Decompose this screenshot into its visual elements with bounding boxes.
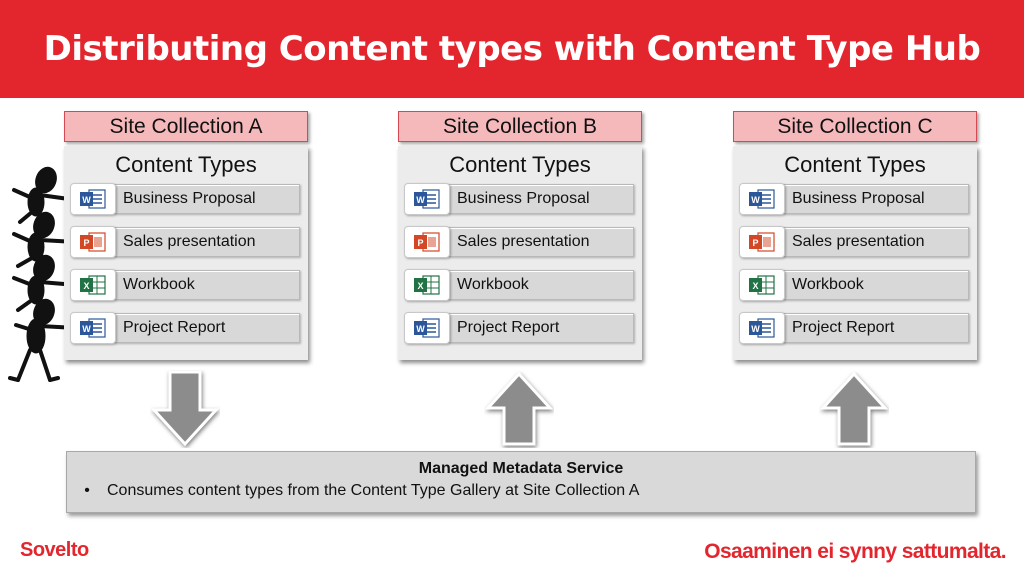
word-icon: W: [404, 312, 450, 344]
svg-text:W: W: [751, 324, 760, 334]
stick-figure-4: [8, 298, 78, 382]
svg-text:W: W: [416, 324, 425, 334]
content-type-label: Sales presentation: [114, 227, 300, 257]
content-type-item[interactable]: Project Report W: [739, 312, 969, 344]
powerpoint-icon: P: [404, 226, 450, 258]
content-type-item[interactable]: Sales presentation P: [70, 226, 300, 258]
content-type-label: Project Report: [448, 313, 634, 343]
bullet-icon: •: [84, 482, 90, 499]
content-type-item[interactable]: Business Proposal W: [70, 183, 300, 215]
stick-figure-1: [12, 166, 78, 224]
sovelto-logo: Sovelto: [20, 539, 89, 561]
content-type-label: Workbook: [448, 270, 634, 300]
svg-text:X: X: [83, 281, 89, 291]
content-types-panel: Content Types Business Proposal W Sales …: [398, 146, 642, 360]
content-type-label: Business Proposal: [783, 184, 969, 214]
content-type-label: Sales presentation: [783, 227, 969, 257]
site-collection-c: Site Collection C Content Types Business…: [733, 111, 977, 360]
site-collection-header: Site Collection B: [398, 111, 642, 142]
svg-text:W: W: [751, 195, 760, 205]
svg-text:P: P: [417, 238, 423, 248]
content-type-label: Business Proposal: [448, 184, 634, 214]
site-collection-header: Site Collection C: [733, 111, 977, 142]
managed-metadata-service-box: Managed Metadata Service • Consumes cont…: [66, 451, 976, 513]
content-type-item[interactable]: Business Proposal W: [404, 183, 634, 215]
content-type-item[interactable]: Project Report W: [70, 312, 300, 344]
stick-figure-2: [12, 211, 78, 268]
content-type-item[interactable]: Workbook X: [739, 269, 969, 301]
site-collection-a: Site Collection A Content Types Business…: [64, 111, 308, 360]
site-collection-header: Site Collection A: [64, 111, 308, 142]
word-icon: W: [739, 183, 785, 215]
content-type-label: Project Report: [114, 313, 300, 343]
content-types-title: Content Types: [115, 152, 257, 177]
content-type-item[interactable]: Sales presentation P: [739, 226, 969, 258]
content-type-label: Project Report: [783, 313, 969, 343]
managed-metadata-bullet: • Consumes content types from the Conten…: [67, 482, 975, 500]
content-type-item[interactable]: Workbook X: [70, 269, 300, 301]
svg-text:P: P: [752, 238, 758, 248]
svg-text:X: X: [752, 281, 758, 291]
footer-slogan: Osaaminen ei synny sattumalta.: [704, 540, 1006, 563]
content-types-title: Content Types: [784, 152, 926, 177]
excel-icon: X: [404, 269, 450, 301]
svg-text:W: W: [416, 195, 425, 205]
content-type-label: Sales presentation: [448, 227, 634, 257]
word-icon: W: [70, 183, 116, 215]
content-type-item[interactable]: Workbook X: [404, 269, 634, 301]
site-collection-b: Site Collection B Content Types Business…: [398, 111, 642, 360]
svg-text:W: W: [82, 324, 91, 334]
word-icon: W: [70, 312, 116, 344]
powerpoint-icon: P: [70, 226, 116, 258]
arrow-up-icon: [484, 371, 554, 446]
content-type-item[interactable]: Business Proposal W: [739, 183, 969, 215]
slide-title: Distributing Content types with Content …: [43, 29, 981, 69]
arrow-up-icon: [819, 371, 889, 446]
powerpoint-icon: P: [739, 226, 785, 258]
stick-figures-illustration: [8, 166, 78, 382]
managed-metadata-title: Managed Metadata Service: [418, 460, 624, 477]
content-type-label: Workbook: [114, 270, 300, 300]
content-type-item[interactable]: Sales presentation P: [404, 226, 634, 258]
word-icon: W: [739, 312, 785, 344]
content-types-panel: Content Types Business Proposal W Sales …: [733, 146, 977, 360]
svg-text:W: W: [82, 195, 91, 205]
excel-icon: X: [70, 269, 116, 301]
content-type-item[interactable]: Project Report W: [404, 312, 634, 344]
content-types-title: Content Types: [449, 152, 591, 177]
arrow-down-icon: [150, 370, 220, 447]
svg-text:X: X: [417, 281, 423, 291]
title-bar: Distributing Content types with Content …: [0, 0, 1024, 98]
content-types-panel: Content Types Business Proposal W Sales …: [64, 146, 308, 360]
content-type-label: Business Proposal: [114, 184, 300, 214]
excel-icon: X: [739, 269, 785, 301]
content-type-label: Workbook: [783, 270, 969, 300]
managed-metadata-bullet-text: Consumes content types from the Content …: [107, 482, 640, 499]
svg-text:P: P: [83, 238, 89, 248]
word-icon: W: [404, 183, 450, 215]
